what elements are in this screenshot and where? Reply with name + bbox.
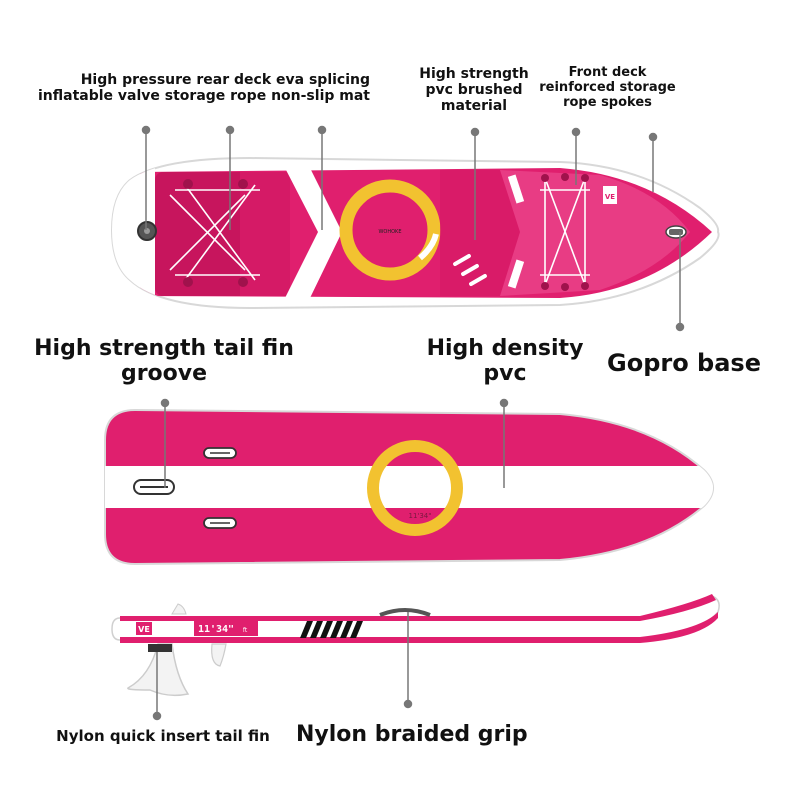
rear-deck-label: High pressure rear deck eva splicing inf…	[30, 72, 370, 104]
pointer-dot-pad	[225, 125, 235, 135]
density-label: High density pvc	[420, 336, 590, 387]
grip-label: Nylon braided grip	[296, 722, 528, 747]
rear-dring-1	[183, 179, 193, 189]
rear-center-fin	[127, 643, 190, 697]
side-logo-text: VE	[138, 625, 150, 634]
pointer-dot-front-rope	[571, 127, 581, 137]
front-deck-label: Front deck reinforced storage rope spoke…	[535, 65, 680, 111]
front-deck-line1: Front deck	[568, 65, 647, 80]
tail-fin-groove-label: High strength tail fin groove	[34, 336, 294, 387]
pointer-dot-rope	[317, 125, 327, 135]
pvc-brushed-line2: pvc brushed	[425, 82, 523, 99]
front-deck-line2: reinforced storage	[539, 79, 676, 95]
braided-grip	[379, 608, 431, 617]
tail-small-fin	[171, 603, 187, 615]
pointer-dot-gopro	[675, 322, 685, 332]
front-deck-line3: rope spokes	[563, 94, 652, 110]
side-length-text: 11'34"	[198, 624, 234, 635]
mid-grip-strips	[453, 254, 487, 286]
side-small-fin	[211, 643, 227, 667]
pointer-dot-valve	[141, 125, 151, 135]
side-length-unit: ft	[243, 627, 248, 634]
quick-fin-label: Nylon quick insert tail fin	[56, 727, 270, 745]
callout-pointers	[141, 125, 685, 721]
front-panel-stripe-top	[507, 174, 525, 204]
center-ring	[339, 179, 441, 281]
pointer-dot-front-deck	[648, 132, 658, 142]
density-line2: pvc	[483, 361, 527, 387]
front-d-rings	[541, 173, 589, 291]
front-deck-panel	[500, 170, 690, 296]
density-line1: High density	[426, 336, 584, 361]
bottom-ring	[367, 440, 463, 536]
fin-box-label	[148, 644, 172, 652]
side-length-badge	[194, 621, 258, 636]
ve-logo-box	[603, 186, 617, 204]
deck-brand-text: WOHOKE	[378, 229, 401, 235]
side-slash-stripes	[300, 621, 363, 638]
board-side-view: VE 11'34" ft	[111, 594, 720, 697]
pvc-brushed-label: High strength pvc brushed material	[410, 66, 538, 114]
bottom-center-stripe	[105, 466, 713, 508]
side-logo-box	[136, 622, 152, 635]
side-rail-pink-bottom	[120, 612, 718, 643]
front-panel-stripe-bottom	[507, 259, 525, 289]
deck-pad-kicktail	[240, 172, 290, 296]
rear-storage-ropes	[169, 184, 260, 281]
rear-dring-3	[183, 277, 193, 287]
pointer-dot-quick-fin	[152, 711, 162, 721]
rear-deck-label-line2: inflatable valve storage rope non-slip m…	[37, 88, 370, 105]
mid-deck-panel	[440, 170, 520, 296]
bottom-print: 11'34"	[409, 512, 432, 520]
tail-fin-groove-line2: groove	[120, 361, 208, 387]
front-storage-ropes	[540, 177, 590, 286]
pointer-dot-tail-groove	[160, 398, 170, 408]
pvc-brushed-line3: material	[440, 98, 508, 115]
rear-dring-4	[238, 277, 248, 287]
pointer-dot-density	[499, 398, 509, 408]
pvc-brushed-line1: High strength	[419, 66, 529, 82]
pointer-dot-brushed	[470, 127, 480, 137]
ve-logo-text: VE	[605, 193, 615, 201]
board-bottom-view: 11'34"	[104, 408, 714, 566]
gopro-label: Gopro base	[607, 349, 761, 377]
rear-deck-label-line1: High pressure rear deck eva splicing	[80, 72, 370, 88]
board-top-view: WOHOKE	[110, 156, 720, 310]
side-rail-pink-top	[120, 594, 716, 621]
white-chevron	[285, 168, 342, 298]
tail-fin-groove-line1: High strength tail fin	[34, 336, 294, 361]
rear-dring-2	[238, 179, 248, 189]
pointer-dot-grip	[403, 699, 413, 709]
